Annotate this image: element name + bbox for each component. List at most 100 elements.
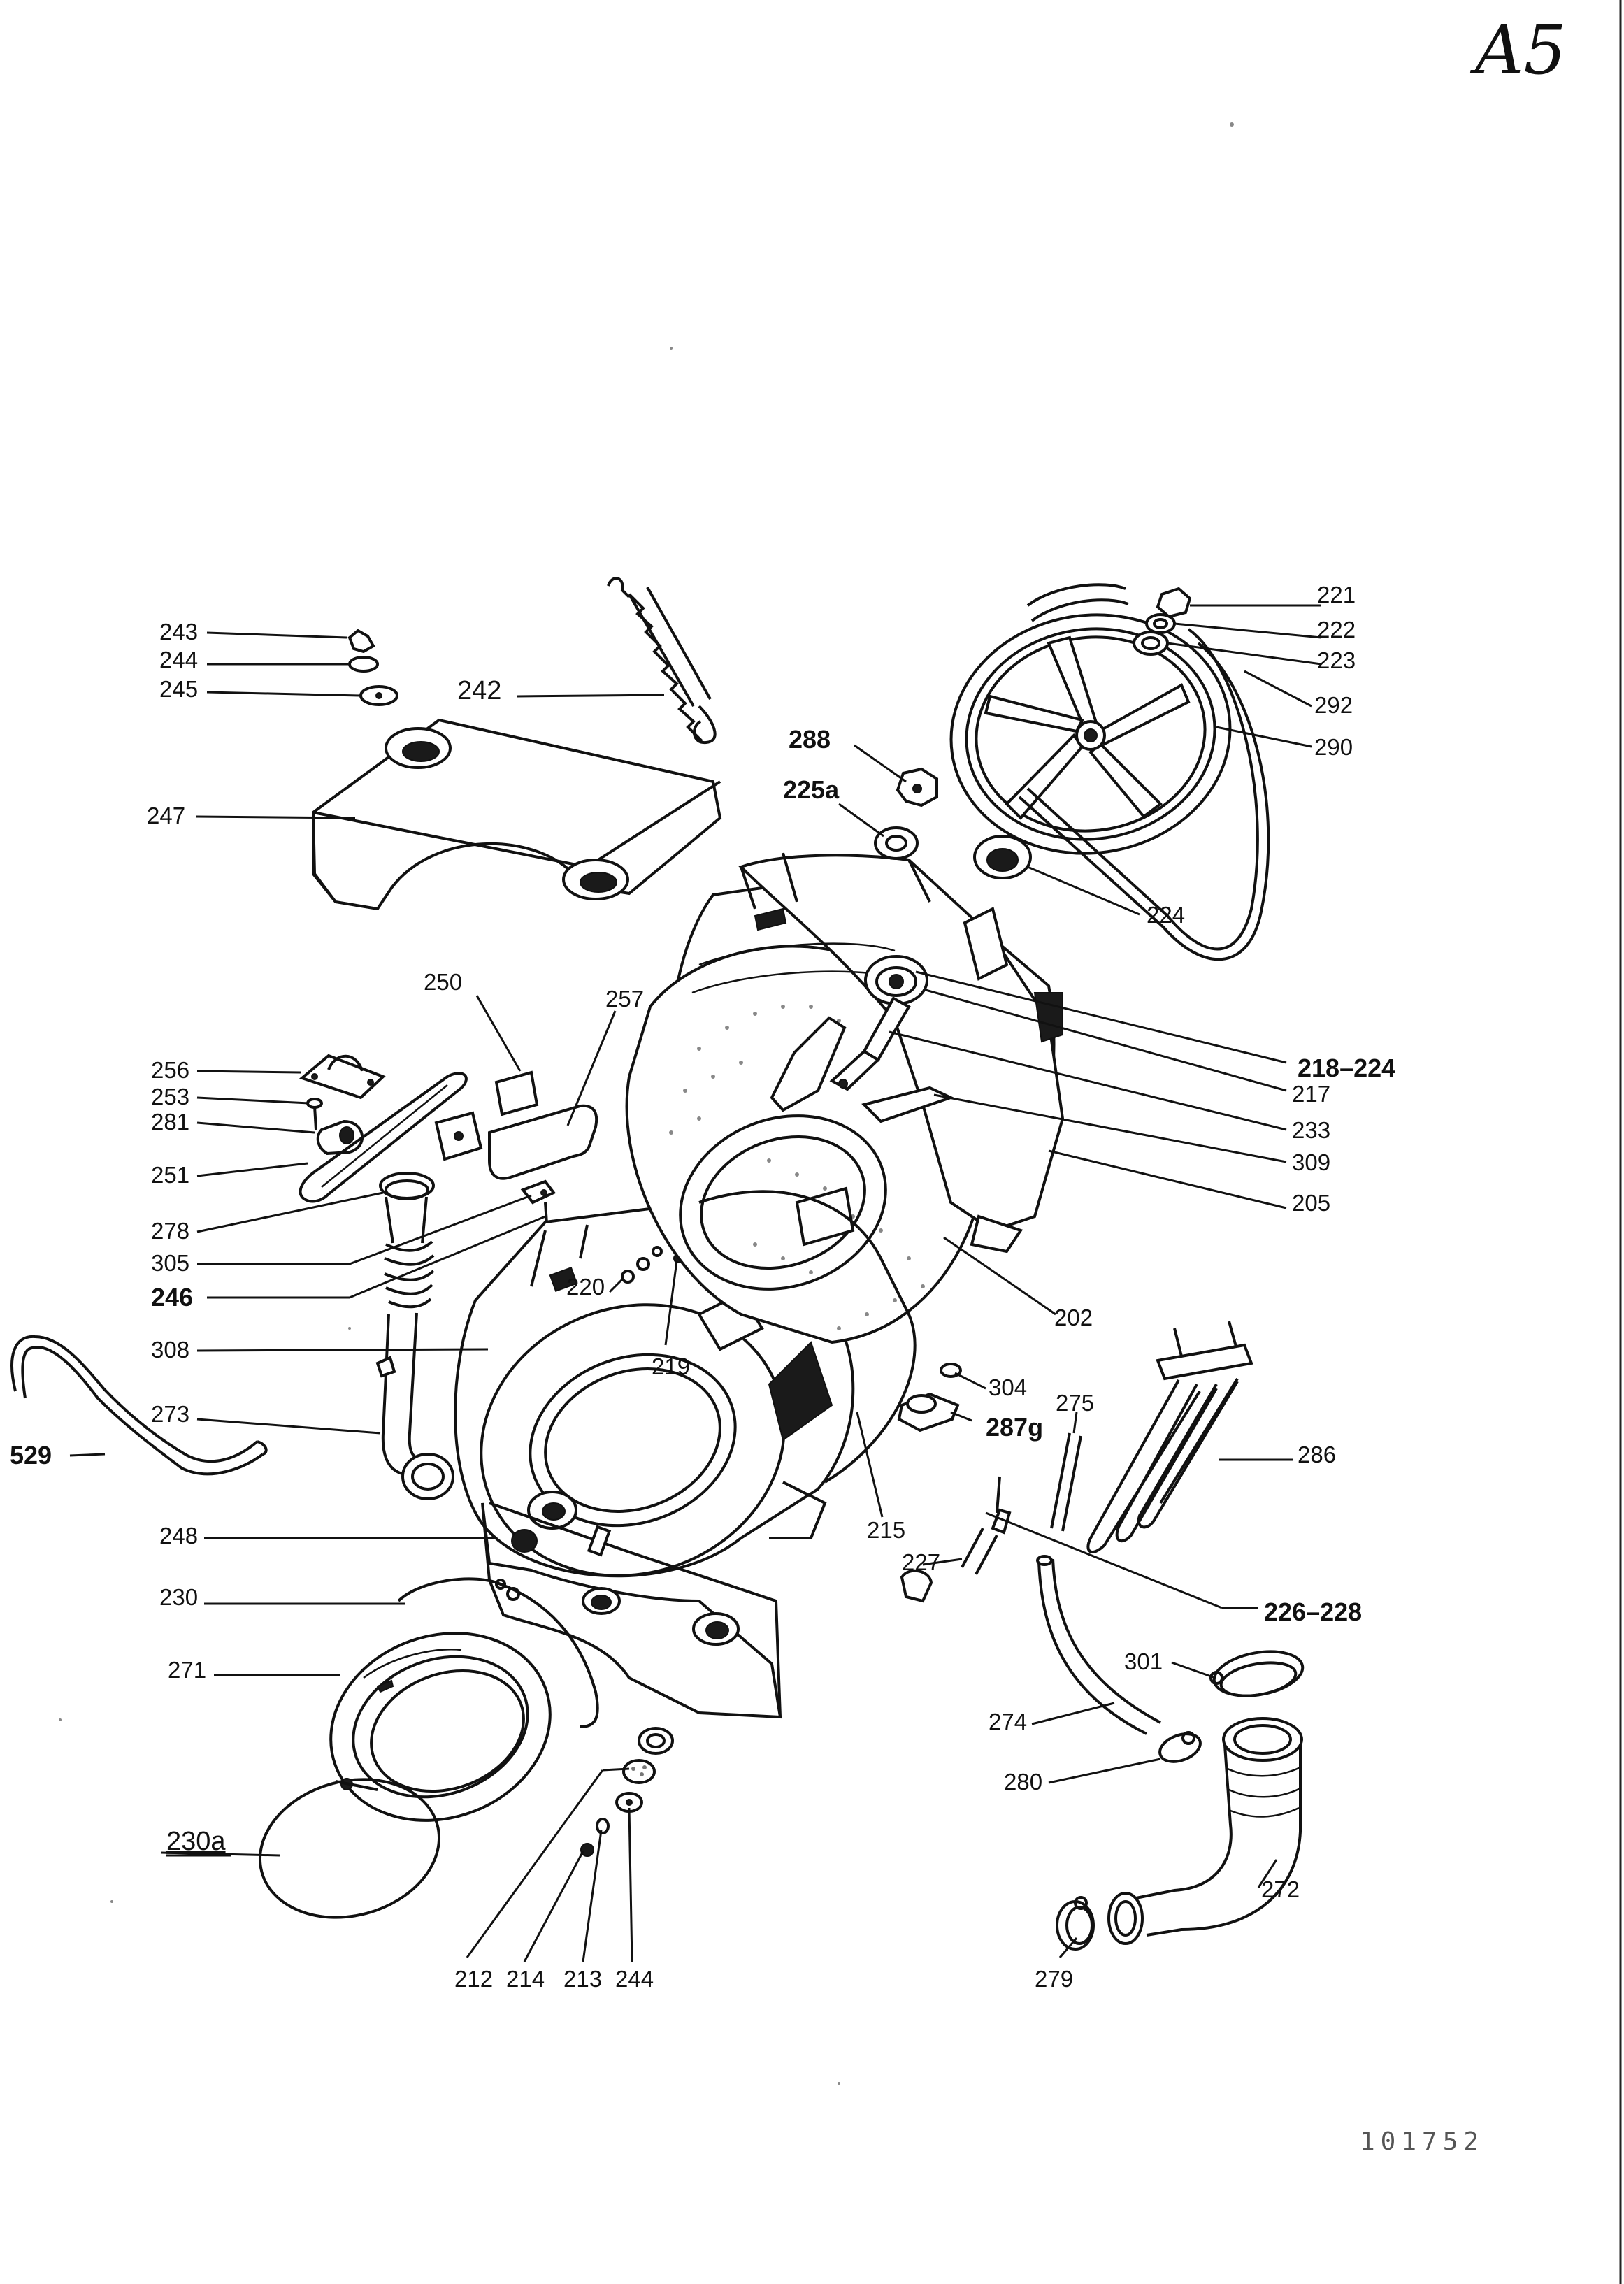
- leader-lines: [69, 604, 1322, 1962]
- label-215: 215: [867, 1517, 905, 1543]
- part-233-shaft: [829, 996, 911, 1091]
- part-275-hose: [1050, 1432, 1082, 1532]
- label-278: 278: [151, 1218, 189, 1244]
- label-250: 250: [424, 969, 462, 995]
- part-272-drain-bend: [1107, 1717, 1303, 1945]
- part-257-seal: [488, 1104, 598, 1180]
- part-281-clip: [316, 1119, 364, 1156]
- part-288-nut: [896, 767, 938, 807]
- label-246: 246: [151, 1283, 193, 1312]
- part-221-nut: [1156, 587, 1192, 619]
- label-245: 245: [159, 676, 198, 702]
- part-215-band: [698, 1190, 917, 1484]
- label-226-228: 226–228: [1264, 1597, 1362, 1626]
- label-301: 301: [1124, 1649, 1163, 1674]
- label-218-224: 218–224: [1298, 1054, 1395, 1082]
- label-286: 286: [1298, 1442, 1336, 1467]
- label-309: 309: [1292, 1149, 1330, 1175]
- scan-specks: [59, 122, 1234, 2085]
- label-292: 292: [1314, 692, 1353, 718]
- label-244-b: 244: [615, 1966, 654, 1992]
- label-212: 212: [454, 1966, 493, 1992]
- label-233: 233: [1292, 1117, 1330, 1143]
- label-304: 304: [989, 1374, 1027, 1400]
- part-305-screw: [520, 1179, 556, 1224]
- part-230a-clamp-ring: [258, 1778, 441, 1919]
- part-243-screw: [347, 629, 398, 706]
- part-274-hose: [1036, 1555, 1161, 1735]
- part-279-clamp: [1056, 1896, 1095, 1951]
- label-242: 242: [457, 676, 501, 705]
- part-292-belt: [1018, 583, 1270, 961]
- label-274: 274: [989, 1709, 1027, 1734]
- label-217: 217: [1292, 1081, 1330, 1107]
- part-labels: 243 244 245 242 247 250 257 256 253 281 …: [10, 582, 1395, 1992]
- part-286-heater: [1086, 1321, 1253, 1553]
- part-280-clamp: [1158, 1731, 1202, 1763]
- part-247-counterweight: [311, 718, 722, 911]
- label-222: 222: [1317, 617, 1356, 642]
- label-272: 272: [1261, 1876, 1300, 1902]
- corner-mark: A5: [1469, 11, 1566, 89]
- part-278-hose-clamp: [379, 1172, 435, 1200]
- part-253-screw: [306, 1098, 323, 1130]
- part-309-spider: [770, 1016, 955, 1123]
- label-219: 219: [652, 1353, 690, 1379]
- part-301-clamp: [1209, 1650, 1305, 1697]
- label-243: 243: [159, 619, 198, 645]
- part-222-washer: [1145, 613, 1176, 634]
- label-305: 305: [151, 1250, 189, 1276]
- label-230: 230: [159, 1584, 198, 1610]
- label-221: 221: [1317, 582, 1356, 608]
- document-number: 101752: [1360, 2127, 1484, 2156]
- label-224: 224: [1147, 902, 1185, 928]
- part-273-outlet: [401, 1453, 454, 1500]
- label-223: 223: [1317, 647, 1356, 673]
- label-213: 213: [563, 1966, 602, 1992]
- part-246-bellows-hose: [375, 1196, 435, 1477]
- part-224-seal: [973, 835, 1032, 879]
- label-290: 290: [1314, 734, 1353, 760]
- label-214: 214: [506, 1966, 545, 1992]
- label-244: 244: [159, 647, 198, 673]
- label-253: 253: [151, 1084, 189, 1109]
- part-271-gasket-ring: [329, 1632, 552, 1822]
- part-227-valve: [900, 1476, 1012, 1603]
- label-202: 202: [1054, 1305, 1093, 1330]
- part-256-bracket: [299, 1054, 386, 1100]
- label-281: 281: [151, 1109, 189, 1135]
- part-230-clamp-wire: [397, 1577, 599, 1728]
- part-290-pulley: [949, 613, 1232, 855]
- label-529: 529: [10, 1441, 52, 1470]
- label-280: 280: [1004, 1769, 1042, 1795]
- part-529-hose: [10, 1335, 268, 1476]
- label-273: 273: [151, 1401, 189, 1427]
- part-212-fittings: [580, 1727, 674, 1857]
- part-248-counterweight: [481, 1502, 782, 1719]
- label-205: 205: [1292, 1190, 1330, 1216]
- part-205-rear-tub: [691, 852, 1065, 1254]
- label-247: 247: [147, 803, 185, 828]
- label-220: 220: [566, 1274, 605, 1300]
- label-248: 248: [159, 1523, 198, 1549]
- label-230a: 230a: [166, 1827, 226, 1856]
- label-256: 256: [151, 1057, 189, 1083]
- label-279: 279: [1035, 1966, 1073, 1992]
- label-287g: 287g: [986, 1413, 1043, 1442]
- label-308: 308: [151, 1337, 189, 1363]
- part-251-gasket: [299, 1072, 468, 1203]
- label-251: 251: [151, 1162, 189, 1188]
- label-227: 227: [902, 1549, 940, 1575]
- part-287g-thermostat: [897, 1392, 960, 1432]
- part-250-plate: [434, 1070, 539, 1161]
- part-242-spring: [607, 577, 717, 745]
- label-225a: 225a: [783, 775, 840, 804]
- part-223-spacer: [1133, 631, 1169, 656]
- part-225a-washer: [874, 826, 919, 860]
- label-257: 257: [605, 986, 644, 1012]
- label-288: 288: [789, 725, 831, 754]
- label-271: 271: [168, 1657, 206, 1683]
- part-217-bearing-housing: [864, 955, 928, 1005]
- label-275: 275: [1056, 1390, 1094, 1416]
